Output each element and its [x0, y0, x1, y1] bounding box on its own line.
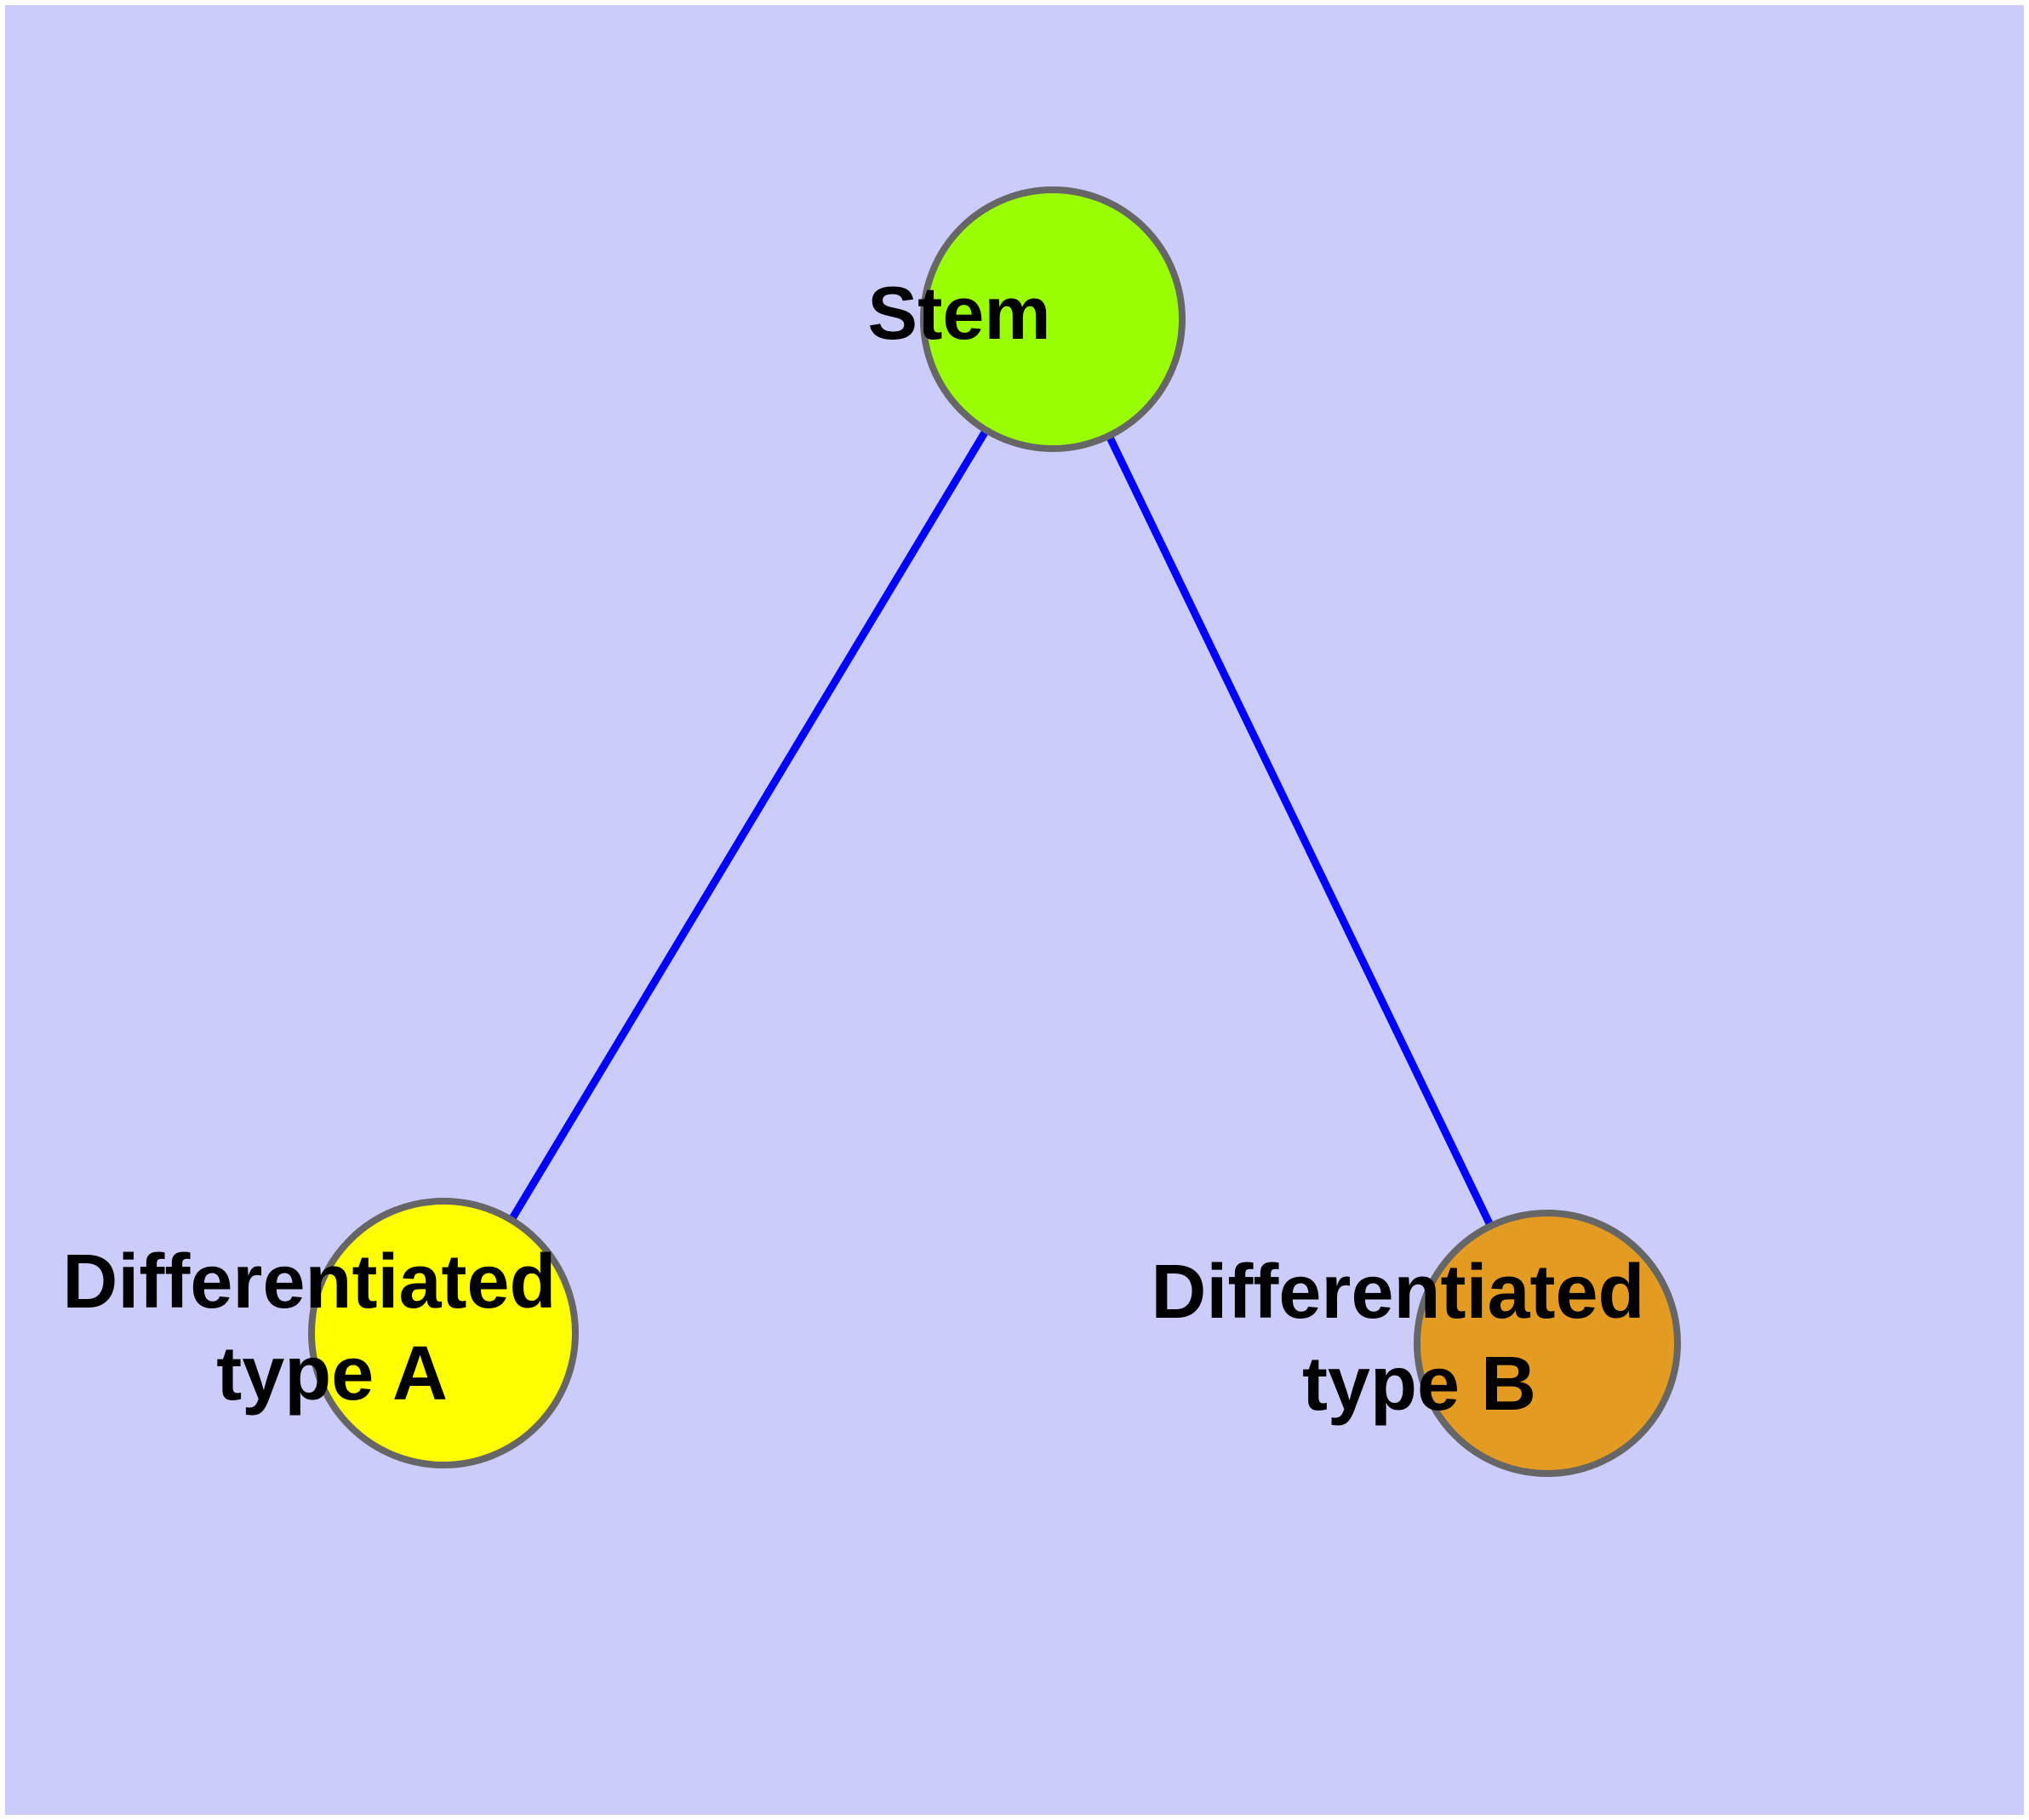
- labels-group: Stem Differentiated type A Differentiate…: [62, 271, 1878, 1427]
- node-differentiated-type-b-circle[interactable]: [1414, 1210, 1681, 1477]
- node-differentiated-type-a-label-line-1: Differentiated: [62, 1239, 556, 1325]
- node-stem-label: Stem: [867, 271, 1237, 355]
- edges-group: [440, 317, 1552, 1345]
- node-differentiated-type-b-label-line-2: type B: [1302, 1342, 1536, 1427]
- node-differentiated-type-a-circle[interactable]: [308, 1198, 579, 1468]
- graph-svg: Stem Differentiated type A Differentiate…: [62, 186, 1878, 1477]
- node-differentiated-type-b-label: Differentiated type B: [1151, 1250, 1878, 1427]
- node-stem-circle[interactable]: [920, 186, 1186, 452]
- node-differentiated-type-a-label-line-2: type A: [216, 1331, 446, 1417]
- node-differentiated-type-b-label-line-1: Differentiated: [1151, 1250, 1644, 1335]
- edge-stem-to-differentiated-type-b[interactable]: [1049, 318, 1552, 1345]
- diagram-plot-area: Stem Differentiated type A Differentiate…: [5, 5, 2024, 1815]
- nodes-group: [308, 186, 1681, 1477]
- edge-stem-to-differentiated-type-a[interactable]: [440, 317, 1056, 1336]
- node-differentiated-type-a-label: Differentiated type A: [62, 1239, 790, 1417]
- node-stem-label-line-1: Stem: [867, 271, 1050, 355]
